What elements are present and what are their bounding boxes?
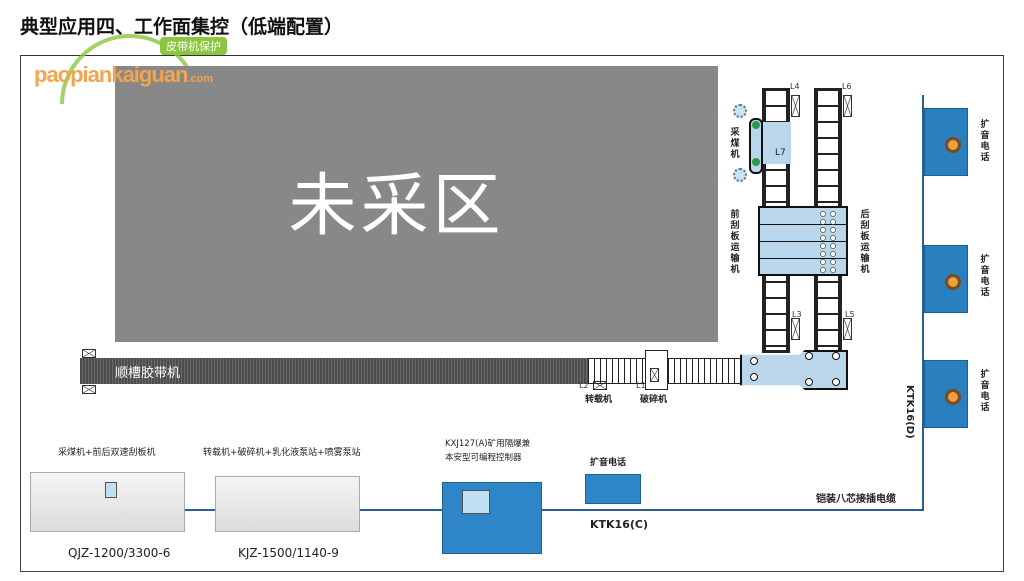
hole [805, 378, 813, 386]
ctrl-caption-1: KXJ127(A)矿用隔爆兼 [445, 439, 531, 449]
kjz-switch-image [215, 476, 360, 532]
marker-l5: L5 [845, 310, 855, 319]
ctrl-caption-2: 本安型可编程控制器 [445, 453, 522, 463]
hole [750, 373, 758, 381]
vertical-cable [922, 95, 924, 511]
support-holes [818, 210, 838, 274]
phone-label: 扩音电话 [980, 255, 990, 298]
watermark-logo: paopiankaiguan.com [34, 62, 214, 87]
hole [832, 378, 840, 386]
sensor-icon [843, 318, 852, 340]
sensor-icon [791, 318, 800, 340]
phone-label: 扩音电话 [980, 120, 990, 163]
dev2-model: KJZ-1500/1140-9 [238, 546, 339, 560]
screen [105, 482, 117, 498]
belt-conveyor [80, 358, 588, 384]
page-title: 典型应用四、工作面集控（低端配置） [20, 16, 344, 38]
unmined-area: 未采区 [115, 66, 718, 342]
marker-l2: L2 [579, 381, 589, 390]
sensor-icon [82, 349, 96, 358]
diagram-frame [20, 55, 1004, 572]
marker-l6: L6 [842, 82, 852, 91]
phone-device [924, 108, 968, 176]
crusher-label: 破碎机 [640, 395, 668, 405]
marker-l4: L4 [790, 82, 800, 91]
phone-caption: 扩音电话 [590, 458, 627, 468]
dev2-caption: 转载机+破碎机+乳化液泵站+喷雾泵站 [203, 448, 361, 458]
shearer-label: 采煤机 [730, 128, 740, 160]
shearer-drum-icon [752, 158, 760, 166]
phone-model: KTK16(C) [590, 518, 648, 531]
rear-conveyor-label: 后刮板运输机 [860, 210, 870, 275]
stage-loader [668, 358, 742, 384]
hole [750, 357, 758, 365]
screen [462, 490, 490, 514]
hole [805, 352, 813, 360]
hole [832, 352, 840, 360]
shearer-drum-icon [752, 121, 760, 129]
front-conveyor-label: 前刮板运输机 [730, 210, 740, 275]
watermark-tag: 皮带机保护 [160, 37, 227, 55]
phone-model-vertical: KTK16(D) [904, 385, 915, 439]
dev1-caption: 采煤机+前后双速刮板机 [58, 448, 156, 458]
horizontal-cable [170, 509, 924, 511]
reloader-label: 转载机 [585, 395, 613, 405]
sensor-icon [650, 368, 659, 382]
controller-image [442, 482, 542, 554]
reloader [588, 358, 646, 384]
dev1-model: QJZ-1200/3300-6 [68, 546, 171, 560]
belt-label: 顺槽胶带机 [115, 366, 181, 381]
shearer-body: L7 [763, 122, 791, 164]
cutter-icon [733, 104, 747, 118]
marker-l1: L1 [636, 381, 646, 390]
marker-l3: L3 [792, 310, 802, 319]
unmined-area-label: 未采区 [288, 166, 505, 246]
phone-label: 扩音电话 [980, 370, 990, 413]
qjz-switch-image [30, 472, 185, 532]
phone-device [924, 245, 968, 313]
sensor-icon [82, 385, 96, 394]
sensor-icon [593, 381, 607, 390]
cable-label: 铠装八芯接插电缆 [816, 494, 896, 505]
phone-c-image [585, 474, 641, 504]
cutter-icon [733, 168, 747, 182]
sensor-icon [843, 95, 852, 117]
sensor-icon [791, 95, 800, 117]
phone-device [924, 360, 968, 428]
